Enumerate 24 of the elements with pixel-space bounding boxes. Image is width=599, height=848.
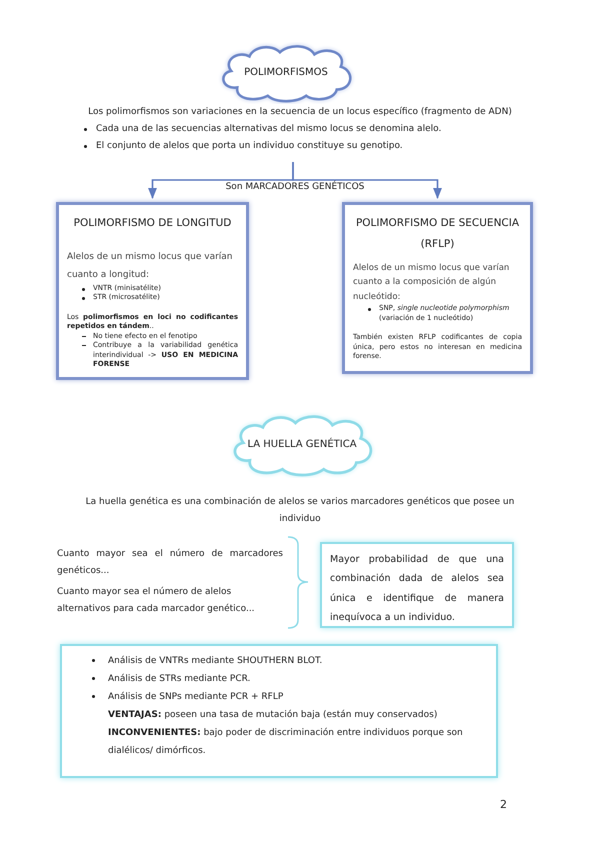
paragraph: Alelos de un mismo locus que varían cuanto a la composición de algún nucleótido: — [353, 262, 510, 304]
list-item: Análisis de STRs mediante PCR. — [70, 670, 488, 688]
list-item: El conjunto de alelos que porta un individuo constituye su genotipo. — [60, 138, 540, 156]
paragraph: Mayor probabilidad de que una combinación dada de alelos sea única e identifique de manera inequívoca a un individuo. — [330, 553, 504, 626]
text-box — [342, 202, 533, 374]
box-title: POLIMORFISMO DE SECUENCIA (RFLP) — [354, 216, 520, 252]
cloud-title: POLIMORFISMOS — [243, 66, 329, 80]
box-title: POLIMORFISMO DE LONGITUD — [72, 216, 232, 231]
text-box — [56, 202, 249, 380]
paragraph: INCONVENIENTES: bajo poder de discriminación entre individuos porque son dialélicos/ dimórficos. — [107, 726, 464, 758]
list-item: Análisis de VNTRs mediante SHOUTHERN BLOT. — [70, 652, 488, 670]
text-box — [320, 542, 514, 628]
paragraph: Los polimorfismos son variaciones en la secuencia de un locus específico (fragmento de ADN) — [87, 106, 513, 119]
paragraph: VENTAJAS: poseen una tasa de mutación baja (están muy conservados) — [107, 708, 438, 722]
paragraph: Cuanto mayor sea el número de alelos alternativos para cada marcador genético... — [57, 586, 256, 616]
arrow — [292, 162, 442, 200]
paragraph: La huella genética es una combinación de alelos se varios marcadores genéticos que posee un individuo — [84, 496, 516, 526]
list-item: Cada una de las secuencias alternativas del mismo locus se denomina alelo. — [60, 121, 540, 138]
cloud-title: LA HUELLA GENÉTICA — [246, 436, 358, 452]
paragraph: Cuanto mayor sea el número de marcadores genéticos... — [57, 548, 283, 578]
text-box — [60, 644, 498, 778]
page-number: 2 — [500, 797, 508, 813]
list-item: Análisis de SNPs mediante PCR + RFLP — [70, 688, 488, 706]
paragraph: Alelos de un mismo locus que varían cuanto a longitud: — [67, 250, 234, 282]
